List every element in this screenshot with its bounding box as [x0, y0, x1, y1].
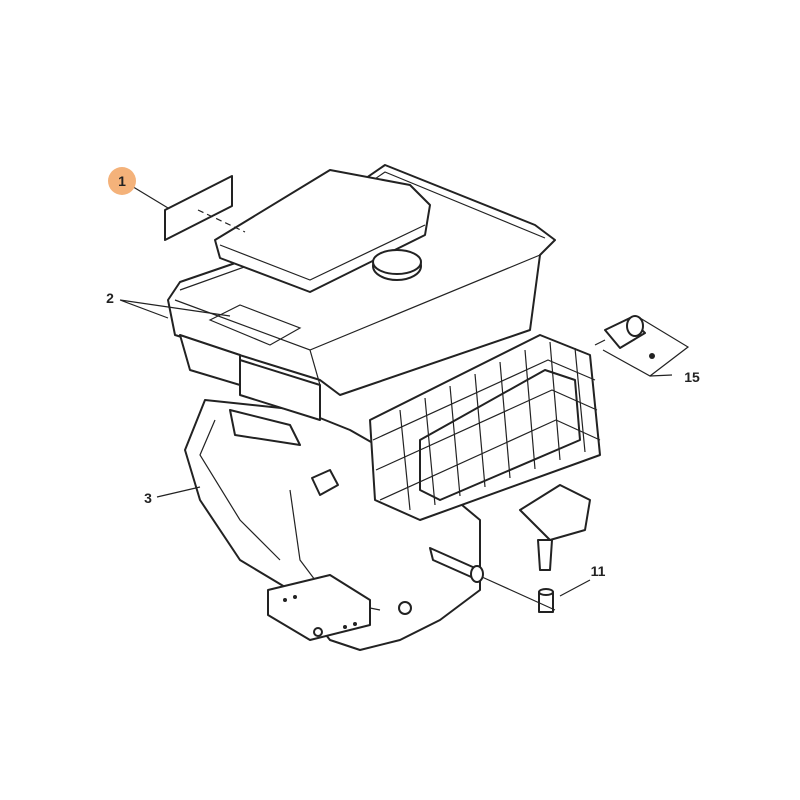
- spark-plug-cap-part-15: [594, 315, 655, 359]
- callout-label-2: 2: [106, 290, 114, 306]
- callout-15[interactable]: 15: [684, 369, 700, 385]
- fuel-tank: [167, 164, 556, 446]
- callout-2[interactable]: 2: [106, 290, 114, 306]
- callout-label-1: 1: [118, 173, 126, 189]
- callout-3[interactable]: 3: [144, 490, 152, 506]
- decal-part-1: [164, 175, 246, 241]
- callout-label-15: 15: [684, 369, 700, 385]
- callout-label-3: 3: [144, 490, 152, 506]
- callout-label-11: 11: [591, 563, 606, 579]
- callout-11[interactable]: 11: [591, 563, 606, 579]
- leader-lines: [119, 184, 690, 611]
- decal-part-2: [208, 304, 302, 346]
- callout-1[interactable]: 1: [108, 167, 136, 195]
- muffler-guard: [369, 334, 601, 521]
- drain-assembly: [311, 469, 591, 613]
